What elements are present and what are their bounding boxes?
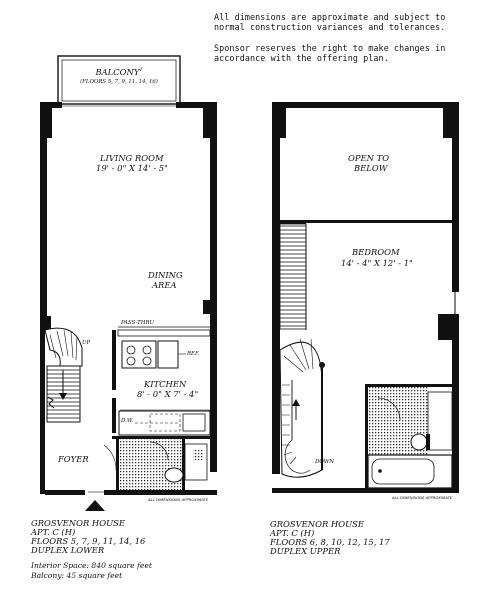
open-to-label: OPEN TO (348, 153, 390, 163)
lower-floor-plan (40, 55, 217, 511)
below-label: BELOW (354, 163, 388, 173)
upper-vanity (427, 391, 453, 451)
upper-floor-plan (272, 102, 459, 493)
balcony-space: Balcony: 45 square feet (31, 571, 123, 580)
kitchen-sink (182, 413, 206, 432)
lower-floors: FLOORS 5, 7, 9, 11, 14, 16 (31, 536, 146, 546)
lower-building-name: GROSVENOR HOUSE (31, 518, 126, 528)
balcony-label: BALCONY1 (95, 67, 143, 77)
closet-area (279, 223, 307, 330)
upper-dimension-note: ALL DIMENSIONS APPROXIMATE (392, 495, 453, 500)
entry-arrow (85, 500, 105, 511)
lower-toilet (164, 467, 184, 483)
interior-space: Interior Space: 840 square feet (31, 561, 152, 570)
lower-stair-up-label: UP (82, 340, 91, 346)
stove (121, 340, 157, 369)
dining-label: DINING (148, 270, 183, 280)
dishwasher-label: D.W. (121, 418, 134, 424)
upper-stair-down-label: DOWN (315, 459, 334, 465)
note-line-1: All dimensions are approximate and subje… (214, 12, 446, 22)
lower-spiral-stair (44, 327, 83, 423)
area-label: AREA (152, 280, 177, 290)
upper-building-name: GROSVENOR HOUSE (270, 519, 365, 529)
upper-apt: APT. C (H) (270, 528, 315, 538)
upper-walls (272, 102, 459, 493)
foyer-label: FOYER (58, 454, 89, 464)
kitchen-label: KITCHEN (144, 379, 187, 389)
living-room-label: LIVING ROOM (100, 153, 164, 163)
kitchen-dimensions: 8' - 0" X 7' - 4" (137, 389, 199, 399)
lower-walls (40, 102, 217, 495)
upper-toilet (410, 433, 428, 451)
note-line-2: normal construction variances and tolera… (214, 22, 446, 32)
note-line-4: accordance with the offering plan. (214, 53, 389, 63)
bedroom-label: BEDROOM (352, 247, 400, 257)
lower-type: DUPLEX LOWER (31, 545, 105, 555)
upper-floors: FLOORS 6, 8, 10, 12, 15, 17 (270, 537, 390, 547)
lower-bath-fixture (184, 443, 208, 481)
pass-thru-label: PASS-THRU (121, 320, 155, 326)
ref-label: REF. (187, 351, 200, 357)
bedroom-dimensions: 14' - 4" X 12' - 1" (341, 258, 413, 268)
balcony-floors-label: (FLOORS 5, 7, 9, 11, 14, 16) (80, 79, 158, 85)
living-room-dimensions: 19' - 0" X 14' - 5" (96, 163, 168, 173)
upper-type: DUPLEX UPPER (270, 546, 341, 556)
pass-thru-counter (117, 329, 211, 337)
refrigerator (157, 340, 179, 369)
lower-dimension-note: ALL DIMENSIONS APPROXIMATE (148, 497, 209, 502)
note-line-3: Sponsor reserves the right to make chang… (214, 43, 446, 53)
lower-apt: APT. C (H) (31, 527, 76, 537)
upper-spiral-stair (279, 338, 325, 478)
